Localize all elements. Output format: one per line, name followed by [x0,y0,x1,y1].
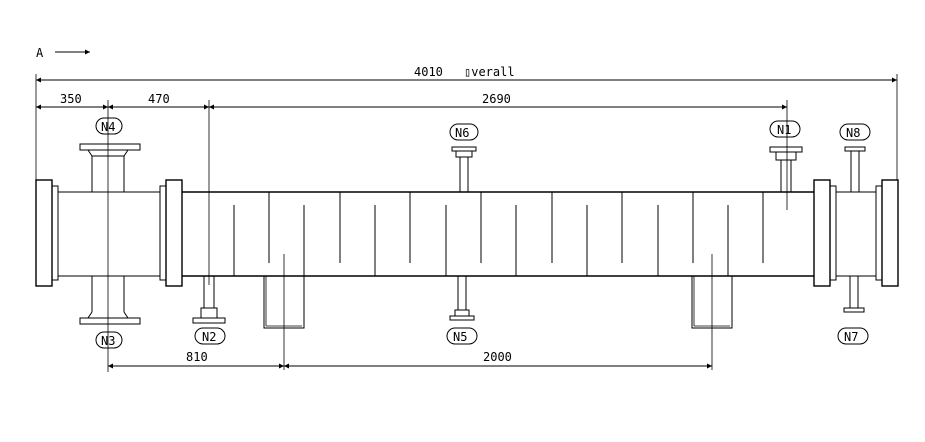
nozzle-n7: N7 [837,276,869,345]
n6-label: N6 [455,126,469,140]
overall-dim-word: ▯verall [464,65,515,79]
left-tubesheet-flange-inner [159,185,167,281]
n4-flange [79,143,141,151]
n4-label: N4 [101,120,115,134]
n2-flange [192,317,226,324]
n8-flange [844,146,866,152]
left-end-flange-outer [35,179,53,287]
view-label: A [36,46,90,60]
nozzle-n3: N3 [79,276,141,349]
n1-label-oval [769,120,801,138]
n4-hub [87,149,129,157]
dim-2690: 2690 [482,92,511,106]
right-end-flange-outer [881,179,899,287]
left-tubesheet-flange [165,179,183,287]
right-tubesheet-flange [813,179,831,287]
dim-810: 810 [186,350,208,364]
n8-label: N8 [846,126,860,140]
n2-label: N2 [202,330,216,344]
segment-dimensions-top: 350 470 2690 [36,92,788,330]
nozzle-n1: N1 [769,120,803,192]
saddle-right [691,254,733,370]
n2-label-oval [194,327,226,345]
overall-dimension: 4010 ▯verall [35,65,898,180]
n3-flange [79,317,141,325]
n5-flange [449,315,475,321]
right-channel-body [835,191,877,277]
n7-flange [843,307,865,313]
right-tubesheet-flange-inner [829,185,837,281]
n1-flange [769,146,803,153]
nozzle-n2: N2 [192,276,226,345]
left-end-flange-inner [51,185,59,281]
segment-dimensions-bottom: 810 2000 [107,330,712,372]
view-label-text: A [36,46,44,60]
n1-label: N1 [777,123,791,137]
nozzle-n4: N4 [79,117,141,192]
nozzle-n5: N5 [446,276,478,345]
n5-label-oval [446,327,478,345]
right-end-flange-inner [875,185,883,281]
n4-label-oval [95,117,123,135]
n5-label: N5 [453,330,467,344]
overall-dim-value: 4010 [414,65,443,79]
n7-label: N7 [844,330,858,344]
dim-2000: 2000 [483,350,512,364]
n6-label-oval [449,123,479,141]
n3-label-oval [95,331,123,349]
right-channel [813,179,899,287]
nozzle-n8: N8 [839,123,871,192]
n8-label-oval [839,123,871,141]
n7-label-oval [837,327,869,345]
dim-470: 470 [148,92,170,106]
saddle-left [263,254,305,370]
left-channel-body [57,191,161,277]
left-channel [35,179,183,287]
n6-flange [451,146,477,152]
dim-350: 350 [60,92,82,106]
nozzle-n6: N6 [449,123,479,192]
shell [182,191,814,277]
